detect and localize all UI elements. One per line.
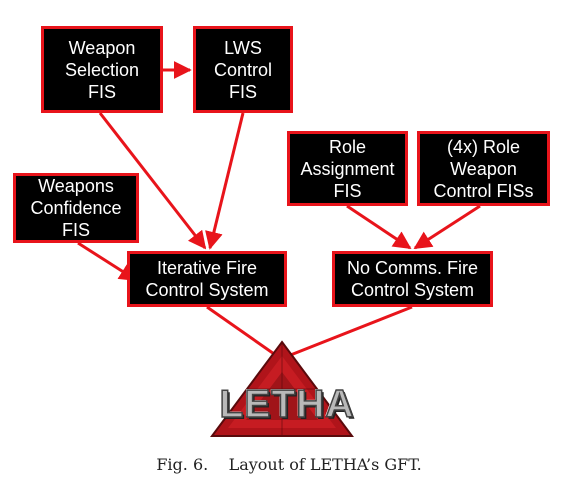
arrow-role-weapon-to-no-comms <box>413 204 481 250</box>
iterative-fire-control-system: Iterative Fire Control System <box>127 251 287 307</box>
arrow-weapon-selection-to-iterative <box>98 112 207 250</box>
arrow-iterative-to-letha <box>206 305 278 358</box>
weapons-confidence-fis: Weapons Confidence FIS <box>13 173 139 243</box>
arrow-weapons-confidence-to-iterative <box>77 241 138 282</box>
role-assignment-fis: Role Assignment FIS <box>287 131 408 206</box>
no-comms-fire-control-system: No Comms. Fire Control System <box>332 251 493 307</box>
letha-logo-text: LETHA <box>219 382 355 427</box>
arrow-role-assignment-to-no-comms <box>346 204 412 250</box>
figure-caption-text: Layout of LETHA’s GFT. <box>228 455 422 474</box>
lws-control-fis: LWS Control FIS <box>193 26 293 113</box>
arrow-no-comms-to-letha <box>287 305 413 358</box>
weapon-selection-fis: Weapon Selection FIS <box>41 26 163 113</box>
figure-number: Fig. 6. <box>156 455 209 474</box>
role-weapon-control-fis: (4x) Role Weapon Control FISs <box>417 131 550 206</box>
letha-logo-icon <box>210 340 354 437</box>
arrow-lws-to-iterative <box>205 112 245 250</box>
figure-caption: Fig. 6. Layout of LETHA’s GFT. <box>0 455 578 474</box>
